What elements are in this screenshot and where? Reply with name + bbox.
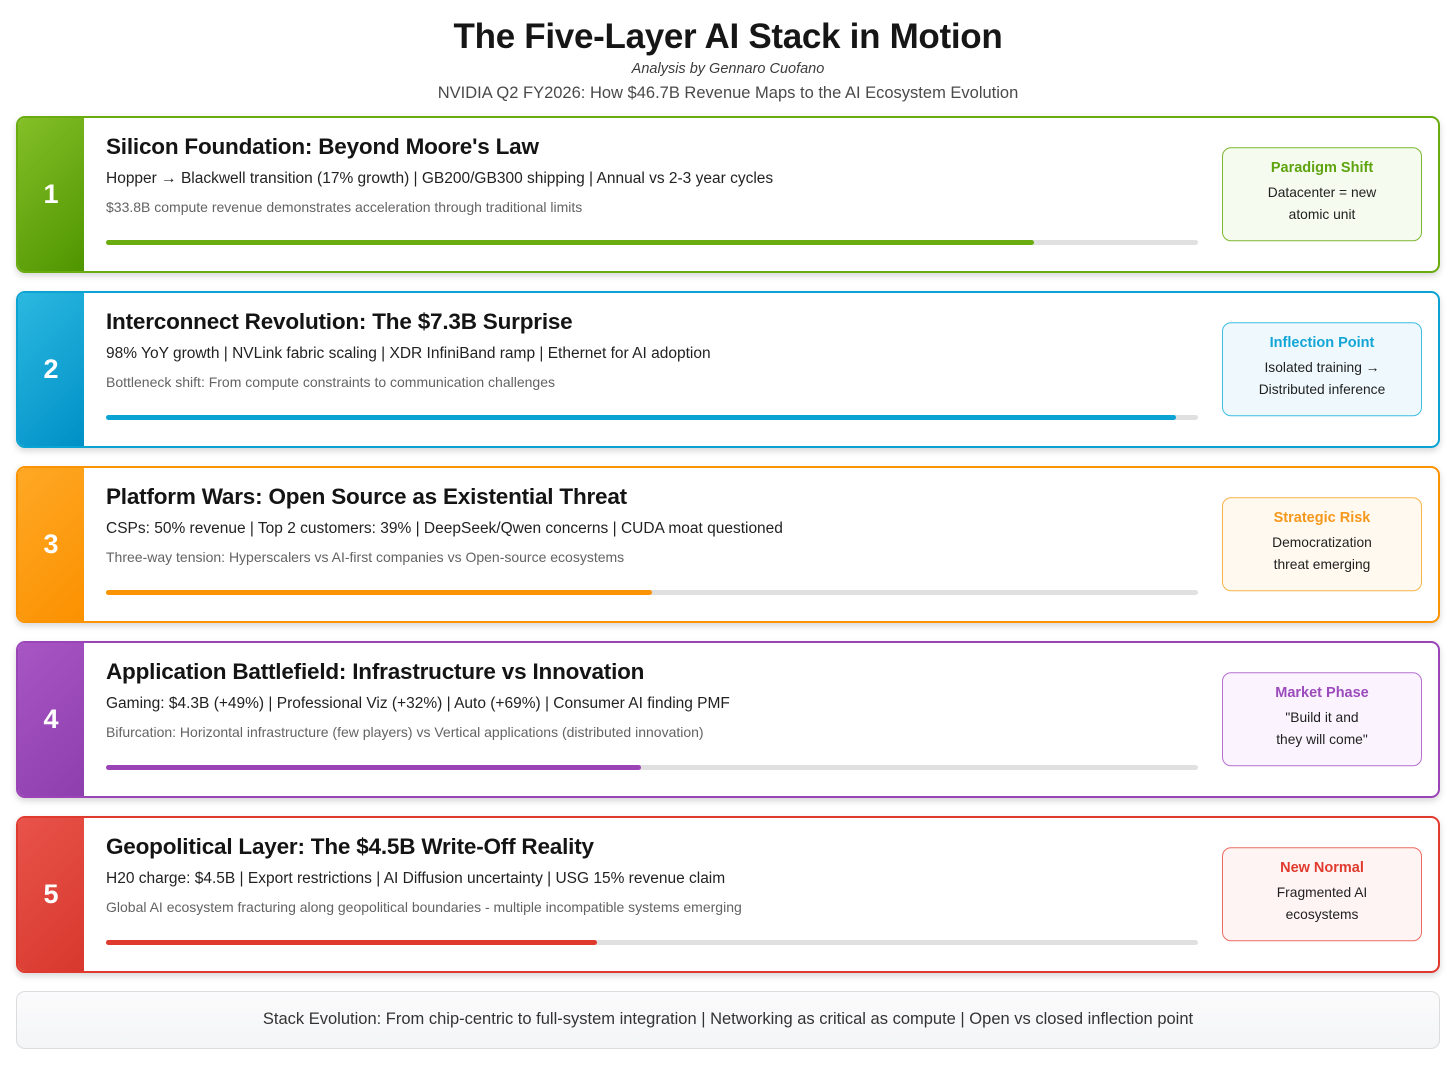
badge-line-2: they will come" <box>1276 732 1368 748</box>
layer-metrics: H20 charge: $4.5B | Export restrictions … <box>106 870 726 888</box>
badge-title: Strategic Risk <box>1273 510 1371 527</box>
layer-metrics: 98% YoY growth | NVLink fabric scaling |… <box>106 345 711 363</box>
badge-line-1: Democratization <box>1272 535 1372 551</box>
progress-track[interactable] <box>106 764 1198 770</box>
layer-insight: Bifurcation: Horizontal infrastructure (… <box>106 724 704 741</box>
layer-title: Application Battlefield: Infrastructure … <box>106 658 645 684</box>
progress-track[interactable] <box>106 939 1198 945</box>
layer-body: Application Battlefield: Infrastructure … <box>84 643 1438 796</box>
layer-number-text: 5 <box>43 878 59 909</box>
badge-line-2: ecosystems <box>1285 907 1359 923</box>
layer-number-badge: 5 <box>18 817 84 971</box>
layer-number-text: 4 <box>43 703 59 734</box>
layer-body: Platform Wars: Open Source as Existentia… <box>84 468 1438 621</box>
header: The Five-Layer AI Stack in Motion Analys… <box>0 0 1456 103</box>
progress-fill <box>106 239 1035 245</box>
badge-title: New Normal <box>1280 860 1364 877</box>
layer-title: Platform Wars: Open Source as Existentia… <box>106 483 627 509</box>
progress-wrapper <box>106 764 1438 796</box>
byline: Analysis by Gennaro Cuofano <box>631 60 825 77</box>
progress-wrapper <box>106 939 1438 971</box>
layer-title: Silicon Foundation: Beyond Moore's Law <box>106 133 539 159</box>
layer-card-4[interactable]: 4 Application Battlefield: Infrastructure… <box>16 640 1440 798</box>
progress-fill <box>106 414 1177 420</box>
page-title: The Five-Layer AI Stack in Motion <box>453 17 1003 56</box>
badge-line-1: Isolated training → <box>1264 360 1380 376</box>
progress-track[interactable] <box>106 414 1198 420</box>
progress-track[interactable] <box>106 239 1198 245</box>
layer-metrics: Gaming: $4.3B (+49%) | Professional Viz … <box>106 695 730 713</box>
layer-insight: Global AI ecosystem fracturing along geo… <box>106 899 742 916</box>
footer-text: Stack Evolution: From chip-centric to fu… <box>262 1010 1194 1028</box>
layer-number-text: 1 <box>43 178 59 209</box>
progress-track[interactable] <box>106 589 1198 595</box>
badge-line-1: "Build it and <box>1285 710 1359 726</box>
badge-line-2: atomic unit <box>1288 207 1356 223</box>
layer-number-text: 3 <box>43 528 59 559</box>
progress-fill <box>106 764 642 770</box>
layer-insight: Bottleneck shift: From compute constrain… <box>106 374 555 391</box>
progress-fill <box>106 589 652 595</box>
progress-wrapper <box>106 414 1438 446</box>
badge-line-2: threat emerging <box>1273 557 1371 573</box>
layer-number-badge: 3 <box>18 467 84 621</box>
badge-title: Inflection Point <box>1269 335 1375 352</box>
layer-card-3[interactable]: 3 Platform Wars: Open Source as Existenti… <box>16 465 1440 623</box>
badge-line-2: Distributed inference <box>1258 382 1386 398</box>
layer-title: Geopolitical Layer: The $4.5B Write-Off … <box>106 833 594 859</box>
badge-title: Paradigm Shift <box>1270 160 1374 177</box>
badge-line-1: Datacenter = new <box>1267 185 1377 201</box>
layer-body: Geopolitical Layer: The $4.5B Write-Off … <box>84 818 1438 971</box>
layer-metrics: CSPs: 50% revenue | Top 2 customers: 39%… <box>106 520 783 538</box>
layer-card-2[interactable]: 2 Interconnect Revolution: The $7.3B Surp… <box>16 290 1440 448</box>
layer-badge[interactable]: Market Phase "Build it and they will come" <box>1222 672 1422 766</box>
footer-bar: Stack Evolution: From chip-centric to fu… <box>16 990 1440 1049</box>
layer-title: Interconnect Revolution: The $7.3B Surpr… <box>106 308 573 334</box>
badge-title: Market Phase <box>1275 685 1369 702</box>
layer-body: Interconnect Revolution: The $7.3B Surpr… <box>84 293 1438 446</box>
layer-number-badge: 4 <box>18 642 84 796</box>
layer-number-badge: 2 <box>18 292 84 446</box>
layer-card-5[interactable]: 5 Geopolitical Layer: The $4.5B Write-Off… <box>16 815 1440 973</box>
layer-metrics: Hopper → Blackwell transition (17% growt… <box>106 170 774 188</box>
layer-insight: $33.8B compute revenue demonstrates acce… <box>106 199 583 216</box>
progress-wrapper <box>106 589 1438 621</box>
progress-fill <box>106 939 598 945</box>
progress-wrapper <box>106 239 1438 271</box>
layer-number-badge: 1 <box>18 117 84 271</box>
badge-line-1: Fragmented AI <box>1276 885 1368 901</box>
layer-insight: Three-way tension: Hyperscalers vs AI-fi… <box>106 549 625 566</box>
layer-number-text: 2 <box>43 353 59 384</box>
subtitle: NVIDIA Q2 FY2026: How $46.7B Revenue Map… <box>437 83 1019 102</box>
